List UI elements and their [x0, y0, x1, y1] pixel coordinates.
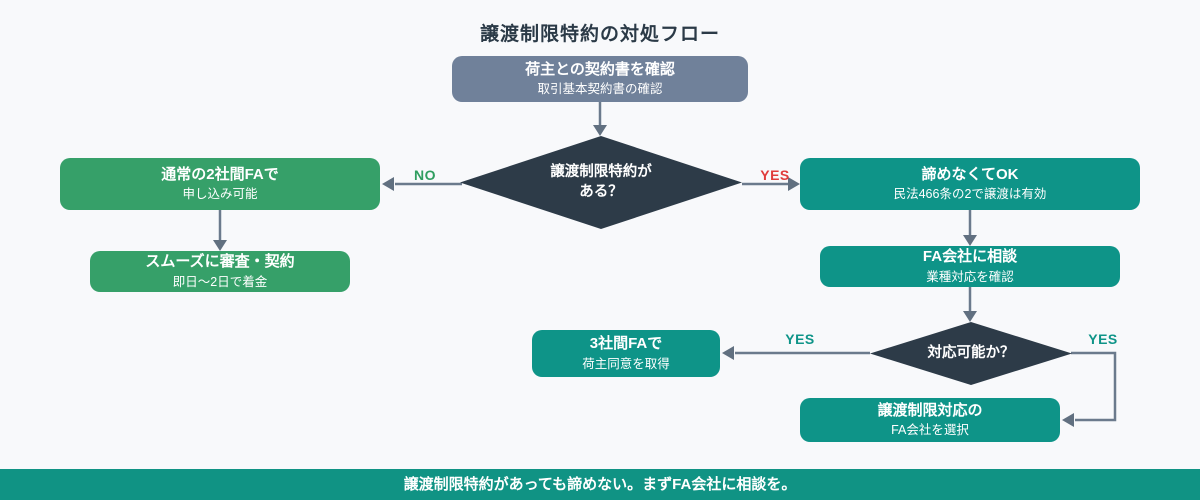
- node-title: 通常の2社間FAで: [161, 165, 279, 183]
- label-yes-restriction: YES: [760, 167, 790, 183]
- node-subtitle: 申し込み可能: [182, 187, 258, 202]
- node-consult-fa-company: FA会社に相談 業種対応を確認: [820, 246, 1120, 287]
- arrowhead-down-green2: [213, 240, 227, 251]
- footer-banner: 譲渡制限特約があっても諦めない。まずFA会社に相談を。: [0, 469, 1200, 500]
- node-normal-two-party-fa: 通常の2社間FAで 申し込み可能: [60, 158, 380, 210]
- arrowhead-left-no: [382, 177, 394, 191]
- arrowhead-right-yes: [788, 177, 800, 191]
- connector-yes-right-elbow: [1071, 351, 1117, 422]
- node-check-shipper-contract: 荷主との契約書を確認 取引基本契約書の確認: [452, 56, 748, 102]
- node-dont-give-up: 諦めなくてOK 民法466条の2で譲渡は有効: [800, 158, 1140, 210]
- node-title: FA会社に相談: [922, 248, 1018, 266]
- decision-line1: 譲渡制限特約が: [550, 163, 652, 180]
- node-three-party-fa: 3社間FAで 荷主同意を取得: [532, 330, 720, 377]
- node-subtitle: 業種対応を確認: [926, 269, 1014, 284]
- arrowhead-left-yes-left: [722, 346, 734, 360]
- page-title: 譲渡制限特約の対処フロー: [479, 24, 720, 45]
- arrowhead-left-yes-right: [1062, 413, 1074, 427]
- node-subtitle: 荷主同意を取得: [582, 356, 670, 371]
- arrowhead-down-decision1: [593, 125, 607, 136]
- node-select-fa-company: 譲渡制限対応の FA会社を選択: [800, 398, 1060, 442]
- arrowhead-down-teal2: [963, 235, 977, 246]
- decision-line2: ある？: [579, 183, 623, 200]
- label-yes-capable-right: YES: [1088, 331, 1118, 347]
- label-yes-capable-left: YES: [785, 331, 815, 347]
- node-smooth-review-contract: スムーズに審査・契約 即日〜2日で着金: [90, 251, 350, 292]
- node-subtitle: FA会社を選択: [891, 423, 969, 438]
- node-title: 諦めなくてOK: [921, 165, 1019, 183]
- node-title: 譲渡制限対応の: [877, 401, 983, 419]
- label-no: NO: [414, 167, 436, 183]
- arrowhead-down-decision2: [963, 311, 977, 322]
- node-title: スムーズに審査・契約: [145, 253, 295, 271]
- node-subtitle: 即日〜2日で着金: [172, 274, 268, 289]
- node-title: 3社間FAで: [589, 335, 663, 353]
- node-title: 荷主との契約書を確認: [525, 60, 675, 78]
- decision-line1: 対応可能か？: [927, 344, 1015, 361]
- node-subtitle: 取引基本契約書の確認: [537, 82, 663, 97]
- node-subtitle: 民法466条の2で譲渡は有効: [893, 187, 1047, 202]
